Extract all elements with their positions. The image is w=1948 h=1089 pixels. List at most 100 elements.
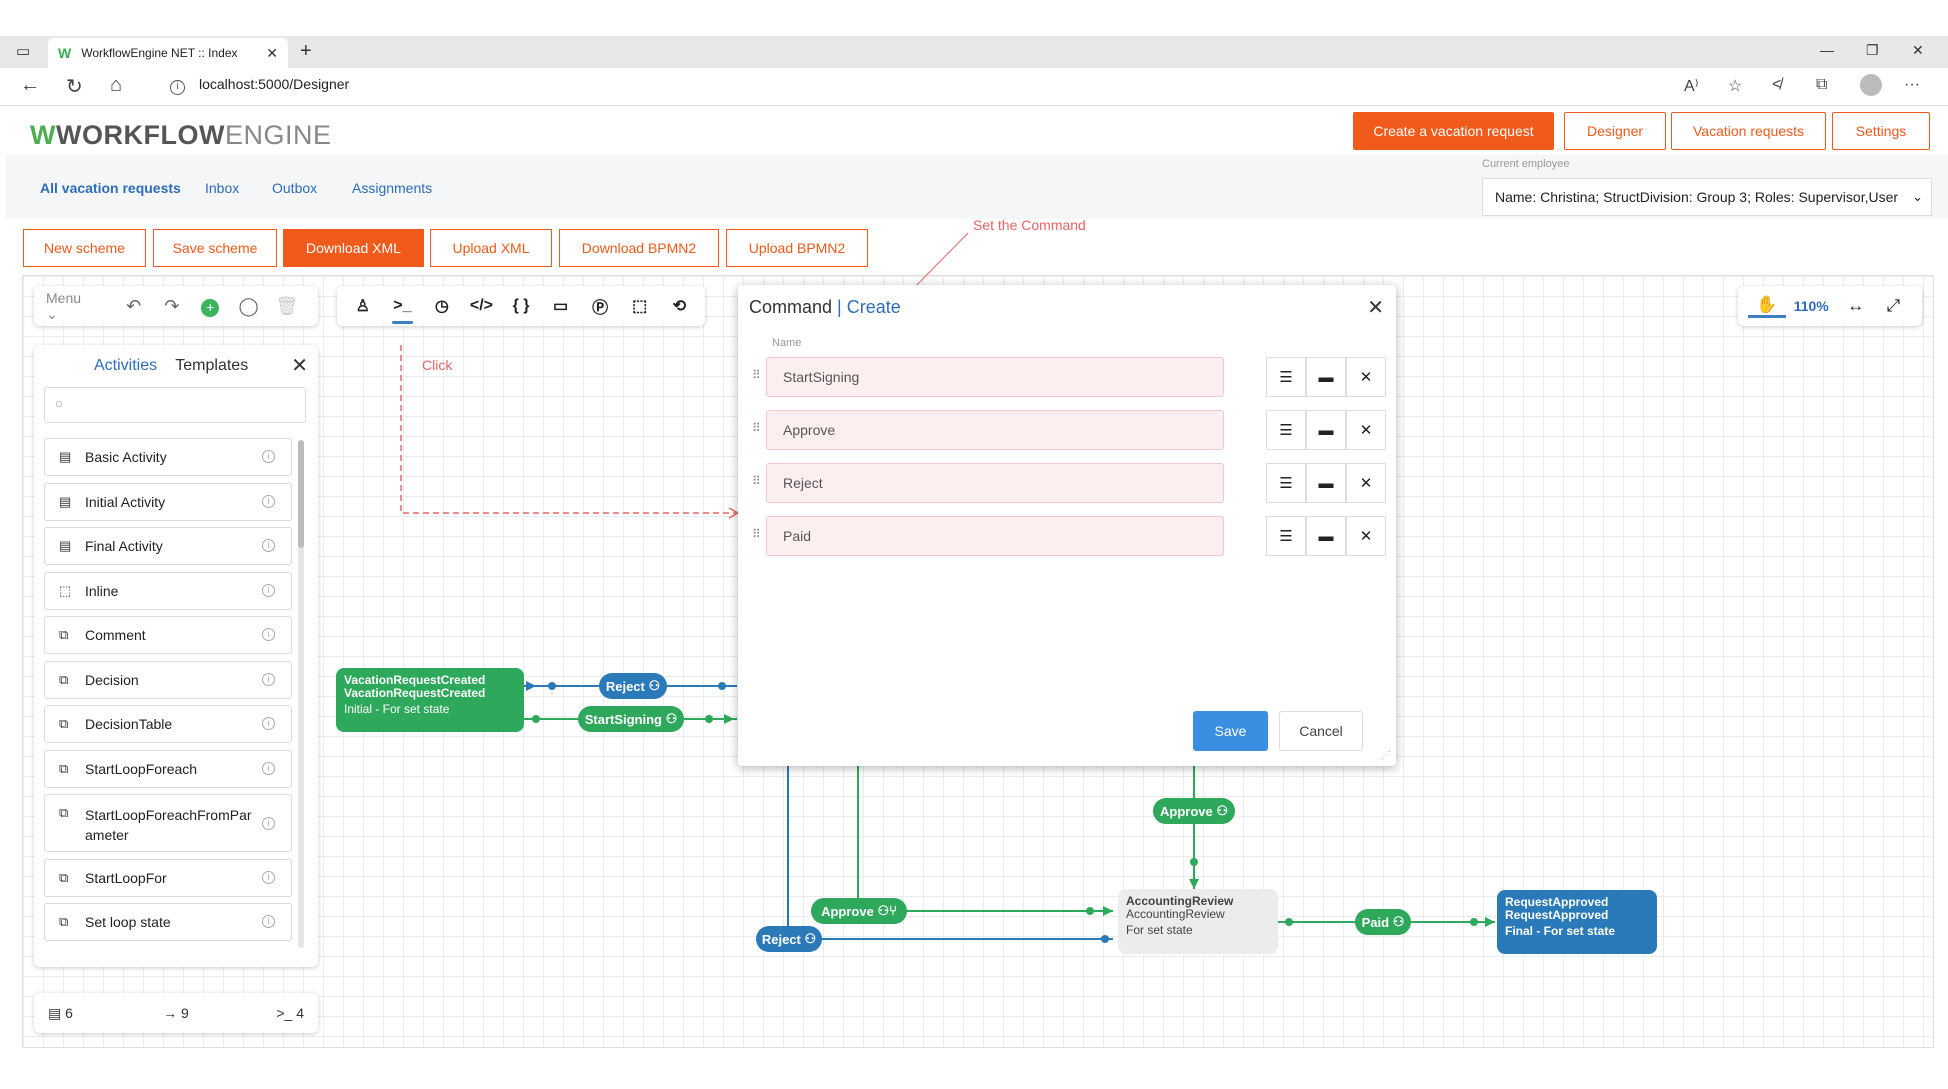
current-employee-select[interactable]: Name: Christina; StructDivision: Group 3… (1482, 178, 1932, 216)
transition-reject-bottom[interactable]: Reject ⚇ (756, 926, 822, 952)
resize-handle-icon[interactable]: ⋰ (1381, 750, 1391, 761)
tab-activities[interactable]: Activities (94, 357, 158, 374)
nav-outbox[interactable]: Outbox (272, 180, 318, 196)
info-icon[interactable]: i (262, 672, 275, 686)
favorite-icon[interactable]: ☆ (1728, 78, 1743, 95)
minimize-icon[interactable]: — (1820, 42, 1834, 58)
selection-icon[interactable]: ⬚ (632, 298, 648, 315)
close-icon[interactable]: ✕ (291, 355, 308, 377)
settings-sliders-icon[interactable]: ☰ (1266, 463, 1306, 503)
settings-button[interactable]: Settings (1832, 112, 1930, 150)
settings-sliders-icon[interactable]: ☰ (1266, 410, 1306, 450)
message-icon[interactable]: ▬ (1306, 410, 1346, 450)
upload-bpmn2-button[interactable]: Upload BPMN2 (726, 229, 868, 267)
braces-icon[interactable]: { } (512, 297, 530, 314)
upload-xml-button[interactable]: Upload XML (430, 229, 552, 267)
activity-accounting-review[interactable]: AccountingReview AccountingReview For se… (1118, 889, 1278, 954)
scrollbar-thumb[interactable] (298, 440, 304, 548)
nav-assignments[interactable]: Assignments (352, 180, 433, 196)
new-scheme-button[interactable]: New scheme (23, 229, 146, 267)
history-icon[interactable]: ⟲ (672, 298, 686, 315)
zoom-level[interactable]: 110% (1793, 298, 1829, 314)
close-icon[interactable]: ✕ (1346, 410, 1386, 450)
comment-icon[interactable]: ▭ (553, 298, 569, 315)
back-arrow-icon[interactable]: ← (20, 74, 40, 96)
code-icon[interactable]: </> (469, 297, 494, 314)
drag-handle-icon[interactable]: ⠿ (752, 527, 761, 541)
read-aloud-icon[interactable]: A⁾ (1684, 78, 1699, 95)
message-icon[interactable]: ▬ (1306, 516, 1346, 556)
drag-handle-icon[interactable]: ⠿ (752, 421, 761, 435)
parameter-icon[interactable]: Ⓟ (592, 300, 609, 317)
command-name-input[interactable]: Approve (766, 410, 1224, 450)
refresh-icon[interactable]: ↻ (66, 76, 83, 98)
tab-actions-icon[interactable]: ▭ (16, 43, 31, 60)
close-icon[interactable]: ✕ (1346, 463, 1386, 503)
save-scheme-button[interactable]: Save scheme (153, 229, 277, 267)
vacation-requests-button[interactable]: Vacation requests (1671, 112, 1826, 150)
activity-vacation-request-created[interactable]: VacationRequestCreated VacationRequestCr… (336, 668, 524, 732)
info-icon[interactable]: i (262, 494, 275, 508)
command-name-input[interactable]: Reject (766, 463, 1224, 503)
add-icon[interactable]: + (191, 296, 229, 317)
download-bpmn2-button[interactable]: Download BPMN2 (559, 229, 719, 267)
transition-reject-top[interactable]: Reject ⚇ (599, 673, 667, 699)
favorites-list-icon[interactable]: ≮ (1772, 76, 1782, 93)
info-icon[interactable]: i (262, 870, 275, 884)
download-xml-button[interactable]: Download XML (283, 229, 424, 267)
close-icon[interactable]: ✕ (1367, 297, 1384, 319)
transition-start-signing[interactable]: StartSigning ⚇ (578, 706, 684, 732)
info-icon[interactable]: i (262, 539, 275, 552)
close-tab-icon[interactable]: ✕ (266, 44, 278, 61)
activities-scrollbar[interactable] (298, 440, 304, 948)
profile-icon[interactable] (1860, 74, 1882, 96)
info-icon[interactable]: i (262, 817, 275, 830)
command-name-input[interactable]: StartSigning (766, 357, 1224, 397)
info-icon[interactable]: i (262, 628, 275, 641)
info-icon[interactable]: i (262, 761, 275, 775)
restore-icon[interactable]: ❐ (1866, 42, 1879, 58)
browser-tab[interactable]: W WorkflowEngine NET :: Index ✕ (48, 38, 288, 68)
collections-icon[interactable]: ⧉ (1816, 76, 1828, 93)
message-icon[interactable]: ▬ (1306, 463, 1346, 503)
nav-inbox[interactable]: Inbox (205, 180, 240, 196)
drag-handle-icon[interactable]: ⠿ (752, 474, 761, 488)
info-icon[interactable]: i (262, 450, 275, 463)
window-close-icon[interactable]: ✕ (1912, 42, 1924, 58)
trash-icon[interactable]: 🗑 (275, 295, 299, 316)
designer-button[interactable]: Designer (1564, 112, 1666, 150)
close-icon[interactable]: ✕ (1346, 357, 1386, 397)
command-name-input[interactable]: Paid (766, 516, 1224, 556)
actor-icon[interactable]: ♙ (355, 298, 370, 315)
nav-all-vacation-requests[interactable]: All vacation requests (40, 180, 181, 196)
tab-templates[interactable]: Templates (175, 357, 249, 374)
transition-approve-left[interactable]: Approve ⚇⑂ (811, 898, 907, 924)
command-icon[interactable]: >_ (383, 297, 423, 324)
info-icon[interactable]: i (262, 717, 275, 730)
home-icon[interactable]: ⌂ (110, 74, 123, 96)
new-tab-icon[interactable]: + (300, 40, 312, 62)
info-icon[interactable]: i (262, 583, 275, 597)
menu-dropdown[interactable]: Menu ⌄ (46, 289, 82, 322)
settings-sliders-icon[interactable]: ☰ (1266, 357, 1306, 397)
settings-sliders-icon[interactable]: ☰ (1266, 516, 1306, 556)
save-button[interactable]: Save (1193, 711, 1268, 751)
transition-approve-right[interactable]: Approve ⚇ (1153, 798, 1235, 824)
drag-handle-icon[interactable]: ⠿ (752, 368, 761, 382)
activity-request-approved[interactable]: RequestApproved RequestApproved Final - … (1497, 890, 1657, 954)
more-icon[interactable]: ··· (1904, 76, 1920, 93)
close-icon[interactable]: ✕ (1346, 516, 1386, 556)
undo-icon[interactable]: ↶ (126, 295, 142, 316)
fit-width-icon[interactable]: ↔ (1847, 296, 1865, 315)
transition-paid[interactable]: Paid ⚇ (1355, 909, 1411, 935)
